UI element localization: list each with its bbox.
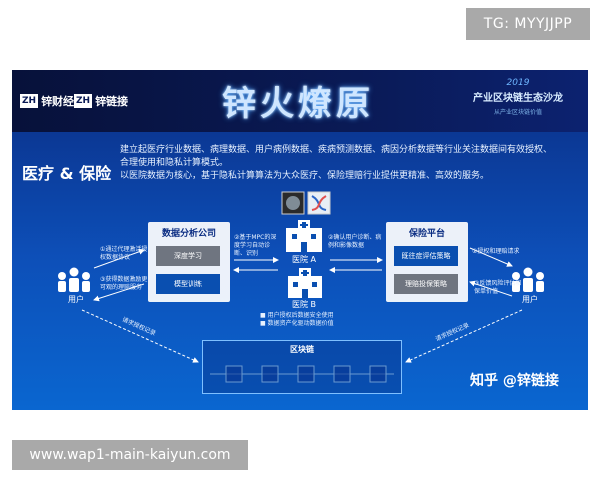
logo-text: 锌链接 (95, 95, 129, 108)
left-users-icon (58, 267, 90, 292)
hospital-a-label: 医院 A (291, 255, 316, 264)
blockchain-box: 区块链 (202, 340, 402, 394)
hospital-b-label: 医院 B (291, 300, 317, 309)
analysis-box-title: 数据分析公司 (161, 229, 216, 239)
insurance-platform-box: 保险平台 既往症评估策略 理赔投保策略 (386, 222, 468, 302)
left-note-1: ①通过代理激活授权数据协议 (100, 246, 148, 261)
confirm-note: ②确认用户诊断、病例和影像数据 (328, 234, 382, 249)
intro-line: 建立起医疗行业数据、病理数据、用户病例数据、疾病预测数据、病因分析数据等行业关注… (120, 145, 553, 155)
flow-diagram (58, 191, 544, 383)
left-user-label: 用户 (68, 295, 84, 304)
logo-zhicaijing: ZH 锌财经 (20, 92, 74, 110)
arrow-left-request (81, 309, 199, 363)
event-name: 产业区块链生态沙龙 (473, 93, 563, 104)
bullet-item: ■ 用户授权后数据安全使用 (260, 312, 334, 319)
watermark-top: TG: MYYJJPP (466, 8, 590, 40)
section-heading: 医疗 & 保险 (22, 164, 112, 183)
right-user-label: 用户 (522, 295, 538, 304)
right-note-1: ①授权和理赔请求 (472, 248, 520, 255)
banner-title-art: 锌火燎原 (222, 83, 374, 124)
poster-image: ZH 锌财经 ZH 锌链接 锌火燎原 2019 产业区块链生态沙龙 从产业区块链… (12, 70, 588, 410)
claims-strategy-button[interactable]: 理赔投保策略 (394, 274, 458, 294)
insurance-box-title: 保险平台 (408, 229, 445, 239)
bullet-list: ■ 用户授权后数据安全使用 ■ 数据资产化驱动数据价值 (260, 312, 380, 328)
intro-text: 建立起医疗行业数据、病理数据、用户病例数据、疾病预测数据、病因分析数据等行业关注… (120, 144, 578, 183)
poster-banner: ZH 锌财经 ZH 锌链接 锌火燎原 2019 产业区块链生态沙龙 从产业区块链… (12, 70, 588, 132)
arrow-insurance-to-user (469, 247, 513, 267)
hospital-b-icon (288, 268, 322, 298)
analysis-company-box: 数据分析公司 深度学习 模型训练 (148, 222, 230, 302)
event-subtitle: 从产业区块链价值 (493, 109, 542, 116)
blockchain-cubes-icon (210, 365, 394, 383)
right-users-icon (512, 267, 544, 292)
right-note-2: ③反馈风险评估和保单价值 (474, 280, 522, 295)
arrow-user-to-insurance (469, 280, 513, 297)
bullet-item: ■ 数据资产化驱动数据价值 (260, 320, 334, 327)
arrow-analysis-to-user (93, 283, 145, 302)
mpc-note: ②基于MPC的深度学习自动诊断、识别 (234, 234, 277, 257)
intro-line: 合理使用和隐私计算模式。 (120, 158, 229, 168)
blockchain-title: 区块链 (290, 345, 314, 354)
left-note-2: ③获得数据激励更可观的理赔服务 (100, 276, 148, 291)
bullet-text: 数据资产化驱动数据价值 (267, 320, 334, 327)
arrow-user-to-analysis (93, 248, 145, 269)
deep-learning-button[interactable]: 深度学习 (156, 246, 220, 266)
event-year: 2019 (506, 78, 530, 88)
logo-zhilianjie: ZH 锌链接 (74, 92, 128, 110)
zhihu-watermark: 知乎 @锌链接 (470, 373, 559, 389)
preexisting-eval-button[interactable]: 既往症评估策略 (394, 246, 458, 266)
intro-line: 以医院数据为核心，基于隐私计算算法为大众医疗、保险理赔行业提供更精准、高效的服务… (120, 171, 490, 181)
logo-mark: ZH (74, 94, 93, 108)
logo-mark: ZH (20, 94, 39, 108)
event-badge: 2019 产业区块链生态沙龙 从产业区块链价值 (458, 78, 578, 126)
arrow-right-request (405, 309, 523, 363)
watermark-bottom: www.wap1-main-kaiyun.com (12, 440, 248, 470)
model-training-button[interactable]: 模型训练 (156, 274, 220, 294)
logo-text: 锌财经 (41, 95, 75, 108)
bullet-text: 用户授权后数据安全使用 (267, 312, 334, 319)
hospital-a-icon (286, 220, 322, 252)
